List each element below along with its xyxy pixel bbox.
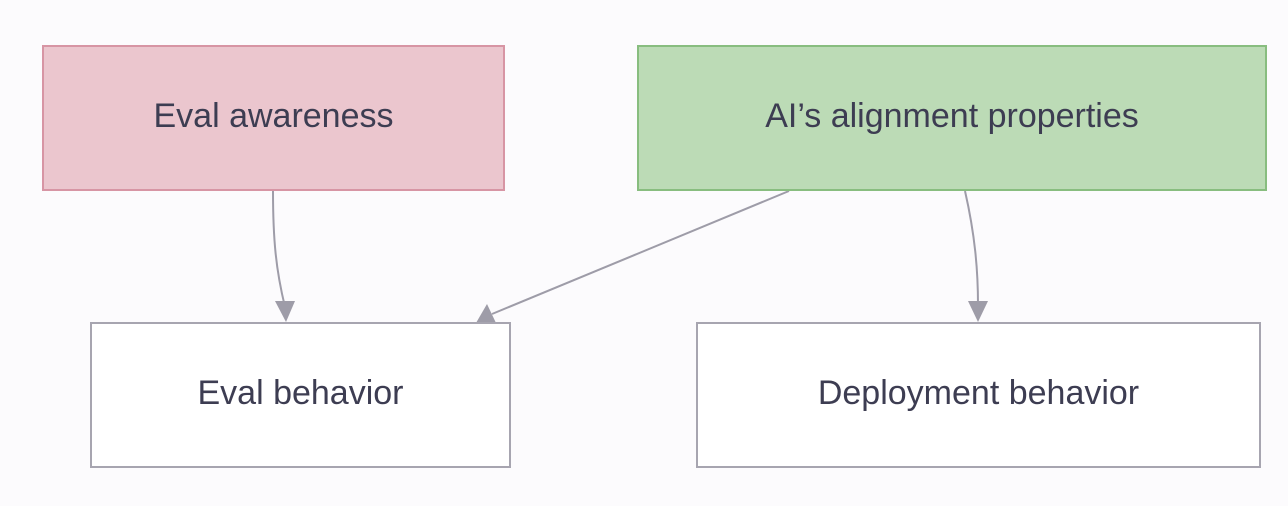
node-alignment-properties-box [637,45,1267,191]
node-eval-behavior-label: Eval behavior [197,374,403,412]
node-eval-awareness-label: Eval awareness [153,97,393,135]
node-eval-awareness: Eval awareness [42,45,505,191]
node-alignment-properties-label: AI’s alignment properties [765,97,1139,135]
node-eval-awareness-box [42,45,505,191]
node-deployment-behavior-box [696,322,1261,468]
node-deployment-behavior: Deployment behavior [696,322,1261,468]
node-deployment-behavior-label: Deployment behavior [818,374,1139,412]
edge-eval-awareness-to-eval-behavior [272,190,286,308]
node-alignment-properties: AI’s alignment properties [637,45,1267,191]
edge-alignment-to-deployment-behavior [964,190,979,306]
arrowhead-eval-behavior-right [476,304,496,323]
edges [272,190,988,323]
arrowhead-eval-behavior-left [275,301,295,322]
node-eval-behavior-box [90,322,511,468]
edge-alignment-to-eval-behavior [491,190,790,315]
arrowhead-deployment-behavior [968,301,988,322]
node-eval-behavior: Eval behavior [90,322,511,468]
